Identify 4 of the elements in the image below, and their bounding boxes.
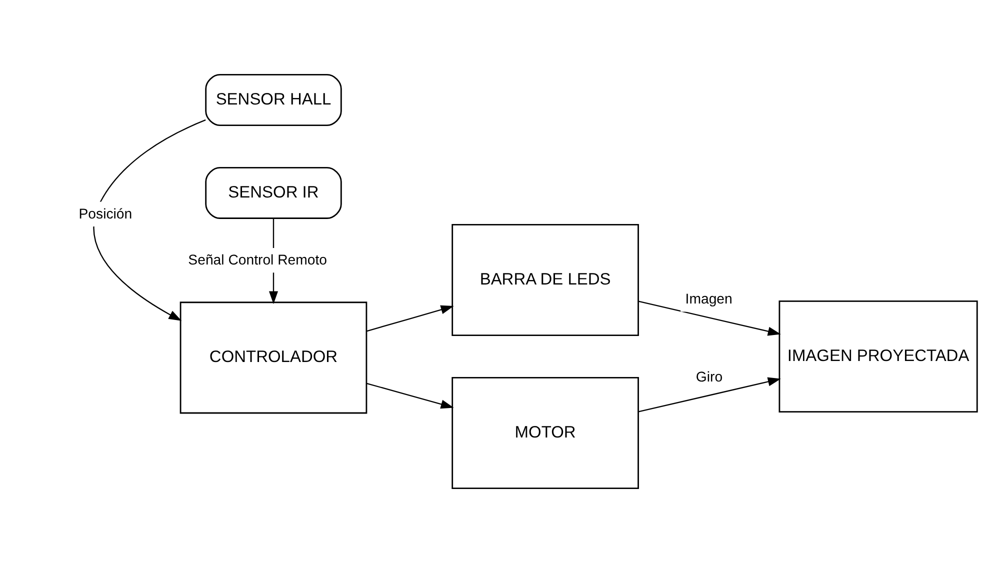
edge-label: Giro (696, 368, 723, 384)
edge-label: Señal Control Remoto (188, 251, 328, 268)
edge-label: Imagen (685, 290, 732, 306)
edge-label: Posición (78, 204, 132, 221)
